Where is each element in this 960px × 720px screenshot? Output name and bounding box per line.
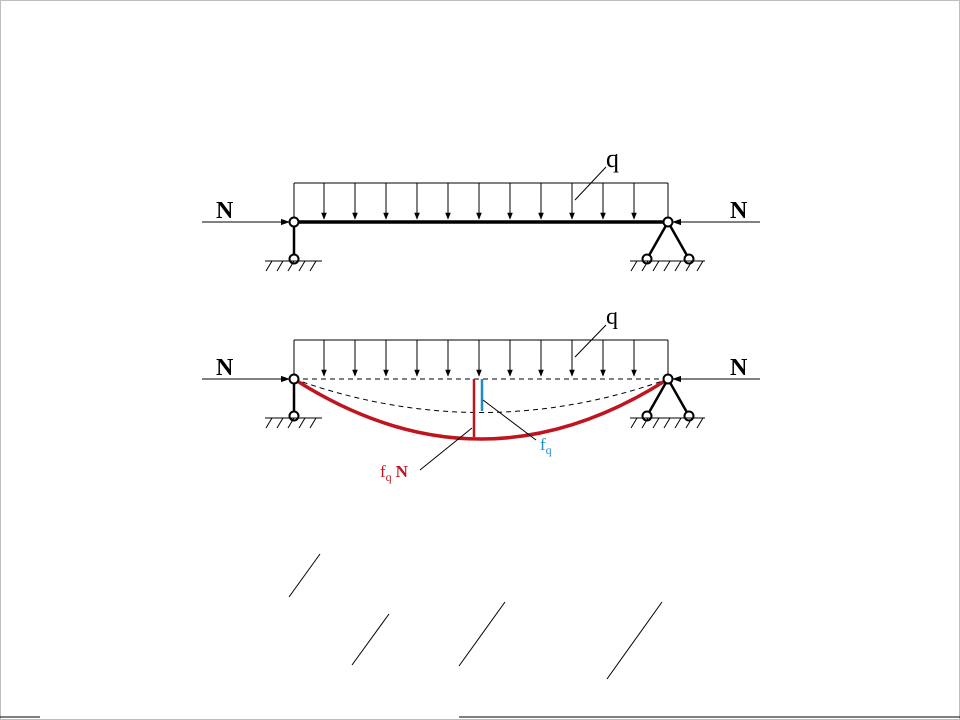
- bottom-load-leader: [574, 324, 607, 358]
- bottom-distributed-load: [293, 339, 669, 378]
- top-distributed-load: [293, 182, 669, 220]
- deflected-shape-with-axial-force: [293, 377, 669, 441]
- bottom-pin-support-left: [265, 373, 322, 429]
- top-figure: q N N: [202, 144, 760, 272]
- top-axial-label-left: N: [216, 198, 234, 224]
- top-pin-support-left: [265, 216, 322, 272]
- top-roller-support-right: [630, 216, 705, 272]
- fqN-leader: [419, 427, 473, 471]
- stray-strokes: [0, 553, 960, 718]
- bottom-axial-label-right: N: [730, 355, 748, 381]
- bottom-axial-label-left: N: [216, 355, 234, 381]
- fq-leader: [482, 399, 537, 441]
- load-only-deflected-shape: [293, 378, 669, 413]
- top-axial-label-right: N: [730, 198, 748, 224]
- top-load-leader: [574, 166, 607, 201]
- bottom-roller-support-right: [630, 373, 705, 429]
- fq-label: fq: [540, 435, 552, 457]
- bottom-load-label: q: [606, 304, 618, 330]
- top-load-label: q: [606, 144, 619, 173]
